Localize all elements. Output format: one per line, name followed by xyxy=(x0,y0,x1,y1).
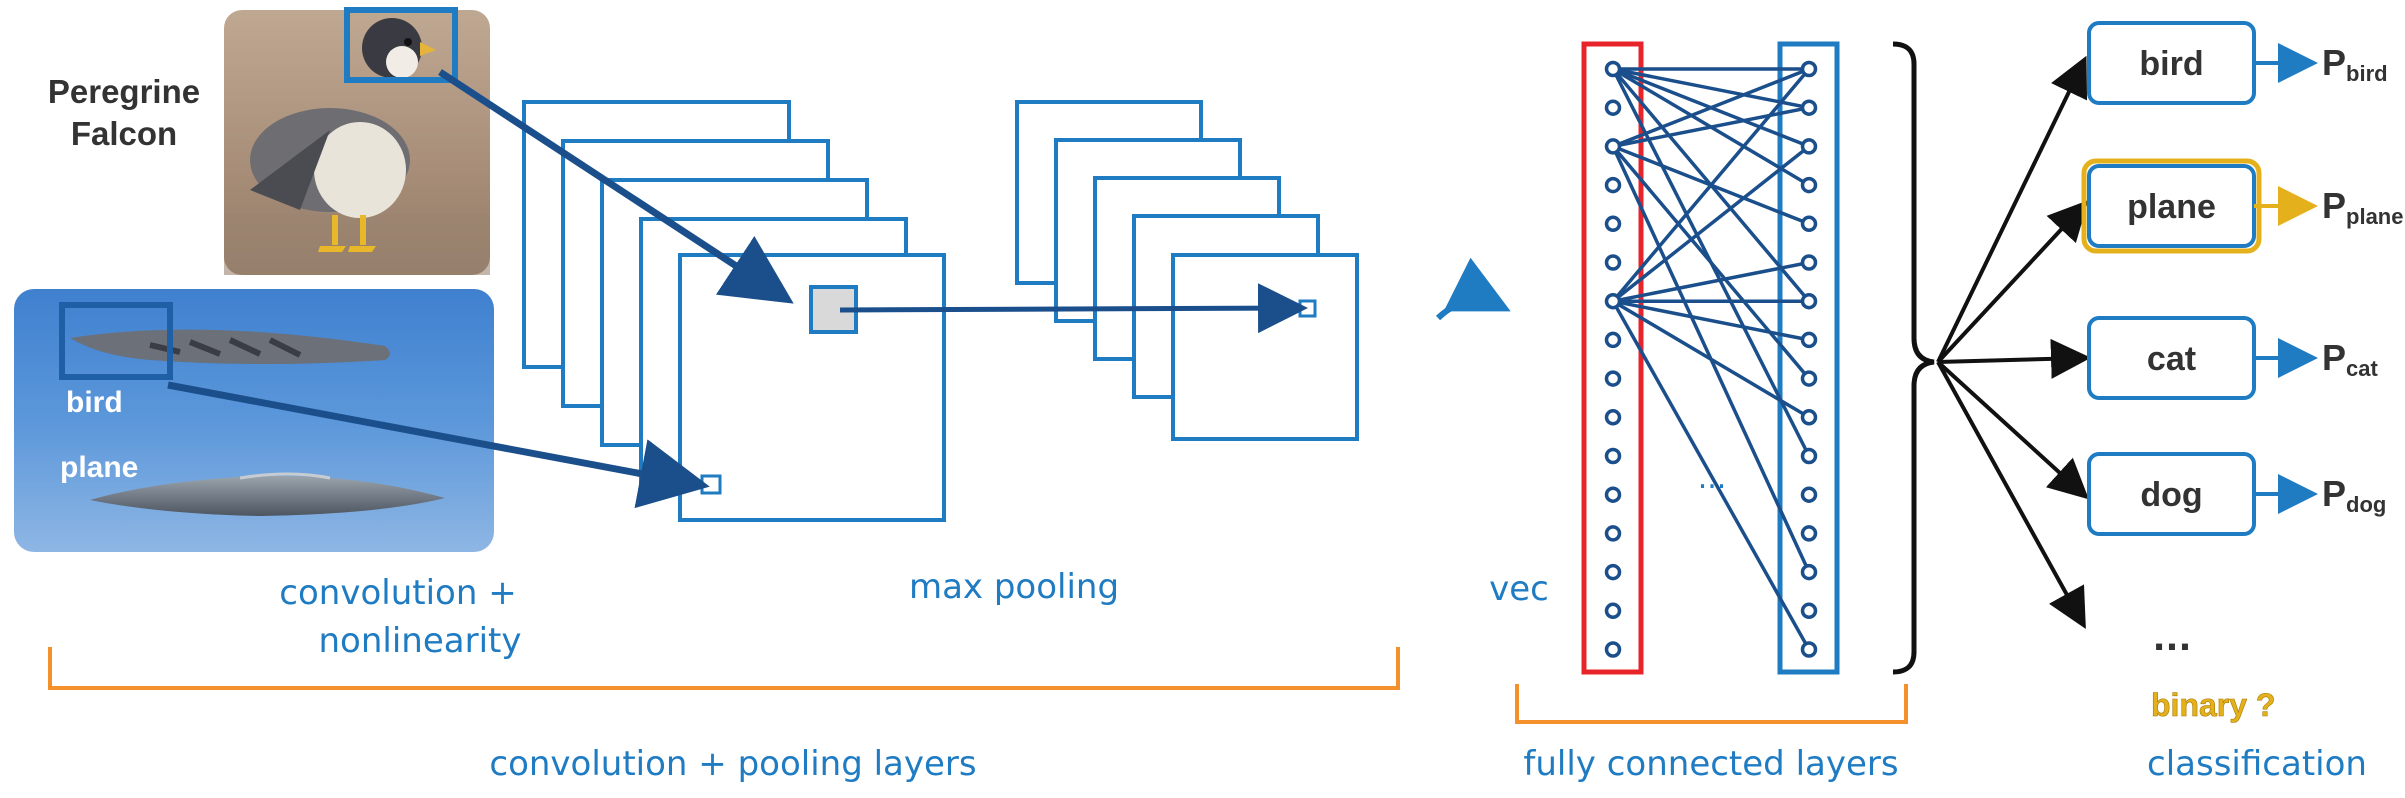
fc-connection xyxy=(1612,299,1810,342)
mapping-arrows xyxy=(167,69,1308,509)
fc-connection xyxy=(1612,105,1810,149)
fc-connection xyxy=(1611,68,1811,457)
plane-photo-label: plane xyxy=(60,451,138,484)
vector-node xyxy=(1604,409,1622,426)
fc-bracket xyxy=(1515,684,1908,724)
falcon-caption-line2: Falcon xyxy=(71,115,177,152)
conv-label-line2: nonlinearity xyxy=(319,621,522,661)
vector-node xyxy=(1604,99,1622,116)
vector-node xyxy=(1604,60,1622,78)
fc-connections xyxy=(1611,67,1811,651)
vector-node xyxy=(1604,563,1622,581)
hidden-node xyxy=(1800,602,1818,620)
vector-node xyxy=(1604,370,1622,387)
prob-label-bird: Pbird xyxy=(2322,42,2388,86)
hidden-node xyxy=(1800,292,1818,310)
output-brace xyxy=(1892,41,1935,675)
pool-map-5 xyxy=(1171,253,1359,441)
falcon-caption-line1: Peregrine xyxy=(48,73,200,110)
vector-node xyxy=(1604,138,1622,155)
vector-node xyxy=(1604,254,1622,271)
binary-question: binary ? xyxy=(2151,687,2275,723)
vector-node xyxy=(1604,525,1622,542)
vector-nodes xyxy=(1604,60,1622,658)
hidden-layer-outline xyxy=(1777,41,1840,675)
prob-label-dog: Pdog xyxy=(2322,473,2386,517)
vector-node xyxy=(1604,176,1622,194)
class-label-dog: dog xyxy=(2140,476,2202,514)
vector-node xyxy=(1604,602,1622,620)
conv-label-line1: convolution + xyxy=(279,573,516,613)
hidden-node xyxy=(1800,331,1818,349)
class-arrows xyxy=(1936,55,2091,629)
bird-photo-label: bird xyxy=(66,386,123,419)
falcon-photo xyxy=(224,7,490,275)
hidden-node xyxy=(1800,99,1818,116)
vector-outline xyxy=(1581,41,1644,675)
conv-to-pool-arrow xyxy=(839,283,1308,334)
hidden-node xyxy=(1800,563,1818,581)
fc-connection xyxy=(1612,260,1810,303)
more-classes-ellipsis: ... xyxy=(2153,619,2192,659)
hidden-node xyxy=(1800,60,1818,78)
fc-connection xyxy=(1611,300,1811,651)
fc-group-label: fully connected layers xyxy=(1523,744,1898,784)
hidden-node xyxy=(1800,641,1818,658)
hidden-node xyxy=(1800,447,1818,465)
class-arrow-dog xyxy=(1936,360,2089,500)
fc-connection xyxy=(1611,145,1811,573)
vector-node xyxy=(1604,486,1622,503)
hidden-node xyxy=(1800,486,1818,503)
class-label-cat: cat xyxy=(2147,340,2196,378)
flatten-arrow xyxy=(1435,257,1511,321)
vec-label: vec xyxy=(1489,569,1549,609)
fc-connection xyxy=(1611,145,1811,303)
vector-node xyxy=(1604,215,1622,233)
falcon-to-conv-arrow xyxy=(438,69,794,304)
prob-label-plane: Pplane xyxy=(2322,185,2403,229)
vector-node xyxy=(1604,292,1622,310)
prob-label-cat: Pcat xyxy=(2322,337,2378,381)
bird-to-conv-arrow xyxy=(167,381,710,509)
class-arrow-more xyxy=(1936,361,2086,629)
hidden-node xyxy=(1800,370,1818,387)
vector-node xyxy=(1604,331,1622,349)
class-arrow-plane xyxy=(1936,200,2089,364)
pool-label: max pooling xyxy=(909,567,1119,607)
class-label-bird: bird xyxy=(2139,45,2203,83)
conv-pool-bracket xyxy=(48,647,1400,690)
conv-small-window xyxy=(700,474,722,495)
pool-cell xyxy=(1298,299,1317,318)
hidden-node xyxy=(1800,215,1818,233)
hidden-node xyxy=(1800,525,1818,542)
bird-plane-photo xyxy=(14,289,494,552)
hidden-node xyxy=(1800,176,1818,194)
class-arrow-cat xyxy=(1937,338,2091,379)
hidden-node xyxy=(1800,138,1818,155)
conv-pool-group-label: convolution + pooling layers xyxy=(489,744,976,784)
hidden-node xyxy=(1800,409,1818,426)
hidden-node xyxy=(1800,254,1818,271)
pool-feature-maps xyxy=(1015,100,1359,441)
vector-node xyxy=(1604,641,1622,658)
fc-connection xyxy=(1611,67,1811,303)
fc-ellipsis: ... xyxy=(1698,461,1727,496)
fc-connection xyxy=(1612,67,1810,110)
class-arrow-bird xyxy=(1936,55,2088,363)
classification-group-label: classification xyxy=(2147,744,2367,784)
class-boxes: bird Pbird plane Pplane cat Pcat dog Pdog xyxy=(2081,21,2403,536)
hidden-nodes xyxy=(1800,60,1818,658)
class-label-plane: plane xyxy=(2127,188,2216,226)
vector-node xyxy=(1604,447,1622,465)
